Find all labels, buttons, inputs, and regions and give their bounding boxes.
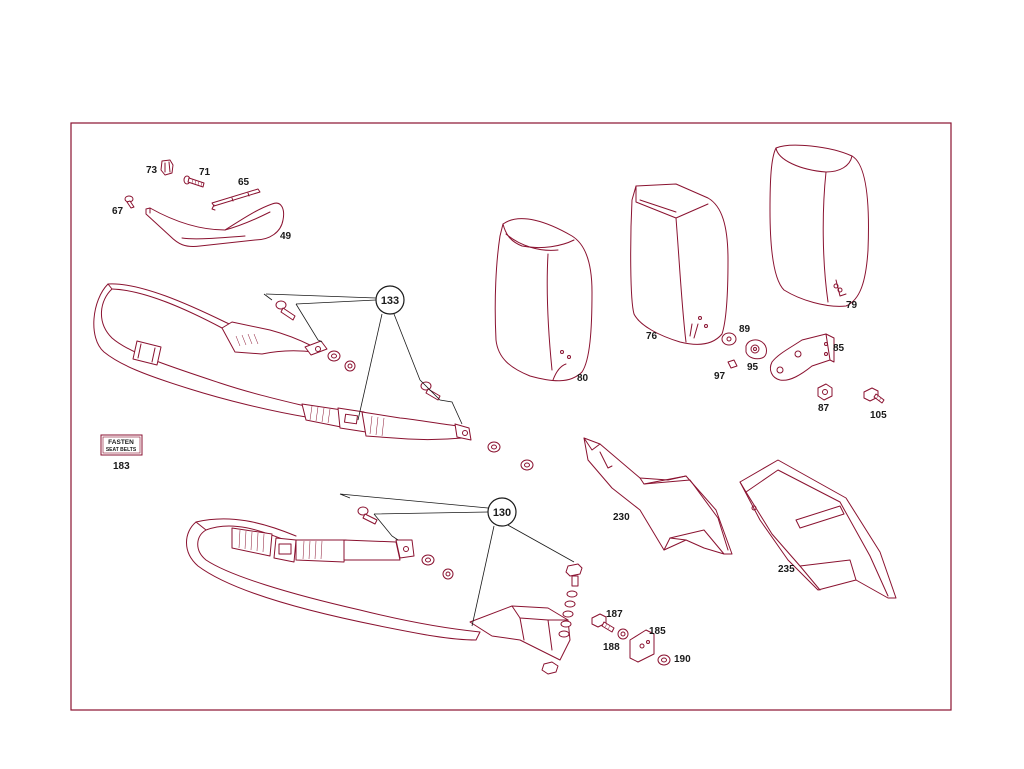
part-73-clip-nut <box>160 159 174 176</box>
part-133-washer-upper <box>327 350 341 362</box>
part-187-bolt <box>591 613 615 633</box>
part-105-screw <box>863 387 885 404</box>
label-79: 79 <box>846 300 858 311</box>
leader-133 <box>263 293 421 421</box>
label-230: 230 <box>613 512 630 523</box>
part-235-seat-pan <box>739 459 897 599</box>
part-183-seat-belt-sign: FASTEN SEAT BELTS <box>100 434 143 456</box>
part-133-nut-upper <box>344 360 356 372</box>
part-130-seat-belt-assembly <box>186 518 571 661</box>
label-76: 76 <box>646 331 658 342</box>
label-133: 133 <box>381 295 399 307</box>
part-76-backrest <box>630 183 729 345</box>
part-67-screw <box>124 195 135 209</box>
callout-circle-133 <box>375 285 405 315</box>
label-85: 85 <box>833 343 845 354</box>
label-130: 130 <box>493 507 511 519</box>
label-190: 190 <box>674 654 691 665</box>
leader-130-upper-anchor <box>373 513 399 541</box>
part-89-washer <box>721 332 737 346</box>
part-49-armrest-cover <box>145 202 285 247</box>
part-130-bolt-lower <box>565 563 583 587</box>
leader-133-lower-anchor <box>419 379 463 425</box>
label-105: 105 <box>870 410 887 421</box>
part-133-nut-lower <box>520 459 534 471</box>
part-95-bushing <box>745 339 767 360</box>
label-49: 49 <box>280 231 292 242</box>
part-190-nut <box>657 654 671 666</box>
part-130-bolt-upper <box>357 506 378 525</box>
leader-130 <box>339 493 575 627</box>
label-71: 71 <box>199 167 211 178</box>
part-130-nut-upper <box>442 568 454 580</box>
label-95: 95 <box>747 362 759 373</box>
leader-133-upper-anchor <box>295 303 323 343</box>
part-65-trim-strip <box>211 188 261 211</box>
label-188: 188 <box>603 642 620 653</box>
part-85-bracket <box>769 333 835 381</box>
label-235: 235 <box>778 564 795 575</box>
label-185: 185 <box>649 626 666 637</box>
part-130-washer-stack <box>558 590 578 638</box>
part-230-side-trim <box>583 437 733 555</box>
part-133-washer-lower <box>487 441 501 453</box>
label-73: 73 <box>146 165 158 176</box>
label-183: 183 <box>113 461 130 472</box>
label-65: 65 <box>238 177 250 188</box>
label-80: 80 <box>577 373 589 384</box>
part-133-bolt-upper <box>275 300 296 321</box>
part-97-pin <box>727 359 738 369</box>
label-87: 87 <box>818 403 830 414</box>
sign-line2: SEAT BELTS <box>106 447 137 453</box>
part-130-washer-upper <box>421 554 435 566</box>
part-133-seat-belt-assembly <box>93 283 472 441</box>
part-87-nut <box>817 383 833 401</box>
part-185-plate <box>629 629 655 663</box>
part-80-seat-cushion <box>494 218 593 382</box>
diagram-frame <box>70 122 952 711</box>
label-67: 67 <box>112 206 124 217</box>
callout-circle-130 <box>487 497 517 527</box>
part-130-nut-lower <box>541 661 559 675</box>
label-89: 89 <box>739 324 751 335</box>
part-188-washer <box>617 628 629 640</box>
part-79-headrest <box>769 144 869 307</box>
label-97: 97 <box>714 371 726 382</box>
part-71-screw <box>183 175 205 188</box>
label-187: 187 <box>606 609 623 620</box>
sign-line1: FASTEN <box>108 439 134 446</box>
